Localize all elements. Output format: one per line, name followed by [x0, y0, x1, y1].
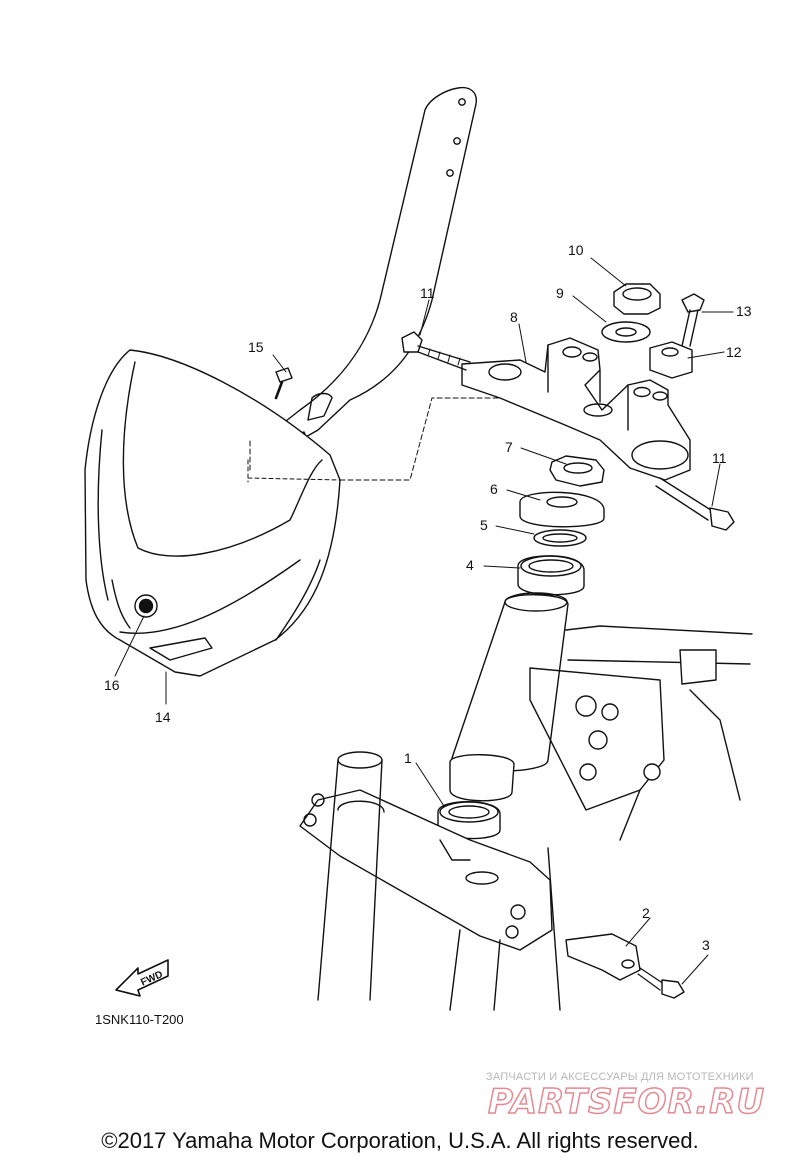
upper-bracket	[461, 337, 691, 481]
diagram-code: 1SNK110-T200	[95, 1012, 184, 1027]
handlebar-holder-12	[649, 341, 693, 379]
callout-15: 15	[248, 339, 264, 355]
callout-5: 5	[480, 517, 488, 533]
frame	[449, 592, 753, 841]
callout-8: 8	[510, 309, 518, 325]
watermark-tagline: ЗАПЧАСТИ И АКСЕССУАРЫ ДЛЯ МОТОТЕХНИКИ	[486, 1071, 754, 1083]
screw-3	[637, 967, 685, 999]
bearing-4	[517, 555, 585, 596]
callout-6: 6	[490, 481, 498, 497]
callout-11-right: 11	[712, 450, 727, 466]
nut-10	[613, 283, 661, 315]
callout-10: 10	[568, 242, 584, 258]
callout-7: 7	[505, 439, 513, 455]
bolt-11-right	[655, 477, 735, 531]
ring-nut-7	[549, 455, 605, 487]
leader-lines	[114, 257, 734, 985]
callout-13: 13	[736, 303, 752, 319]
bolt-13	[681, 293, 705, 347]
callout-12: 12	[726, 344, 742, 360]
number-plate-cowl	[84, 349, 341, 677]
copyright-notice: ©2017 Yamaha Motor Corporation, U.S.A. A…	[101, 1128, 699, 1153]
bearing-1	[437, 801, 501, 840]
callout-4: 4	[466, 557, 474, 573]
seal-5	[533, 529, 587, 547]
fwd-arrow-icon: FWD	[115, 959, 169, 997]
callout-16: 16	[104, 677, 120, 693]
callout-9: 9	[556, 285, 564, 301]
under-bracket	[299, 751, 561, 1011]
callout-labels: 1 2 3 4 5 6 7 8 9 10 11 11 12 13 14 15 1…	[104, 242, 752, 953]
number-plate-strap	[271, 86, 477, 447]
washer-9	[601, 321, 651, 343]
callout-3: 3	[702, 937, 710, 953]
watermark-brand: PARTSFOR.RU	[487, 1081, 766, 1123]
hose-guide-2	[565, 933, 641, 981]
callout-11-left: 11	[420, 285, 435, 301]
callout-14: 14	[155, 709, 171, 725]
callout-2: 2	[642, 905, 650, 921]
callout-1: 1	[404, 750, 412, 766]
washer-6	[519, 491, 605, 528]
bolt-11-left	[401, 331, 471, 371]
bolt-15	[274, 367, 293, 400]
